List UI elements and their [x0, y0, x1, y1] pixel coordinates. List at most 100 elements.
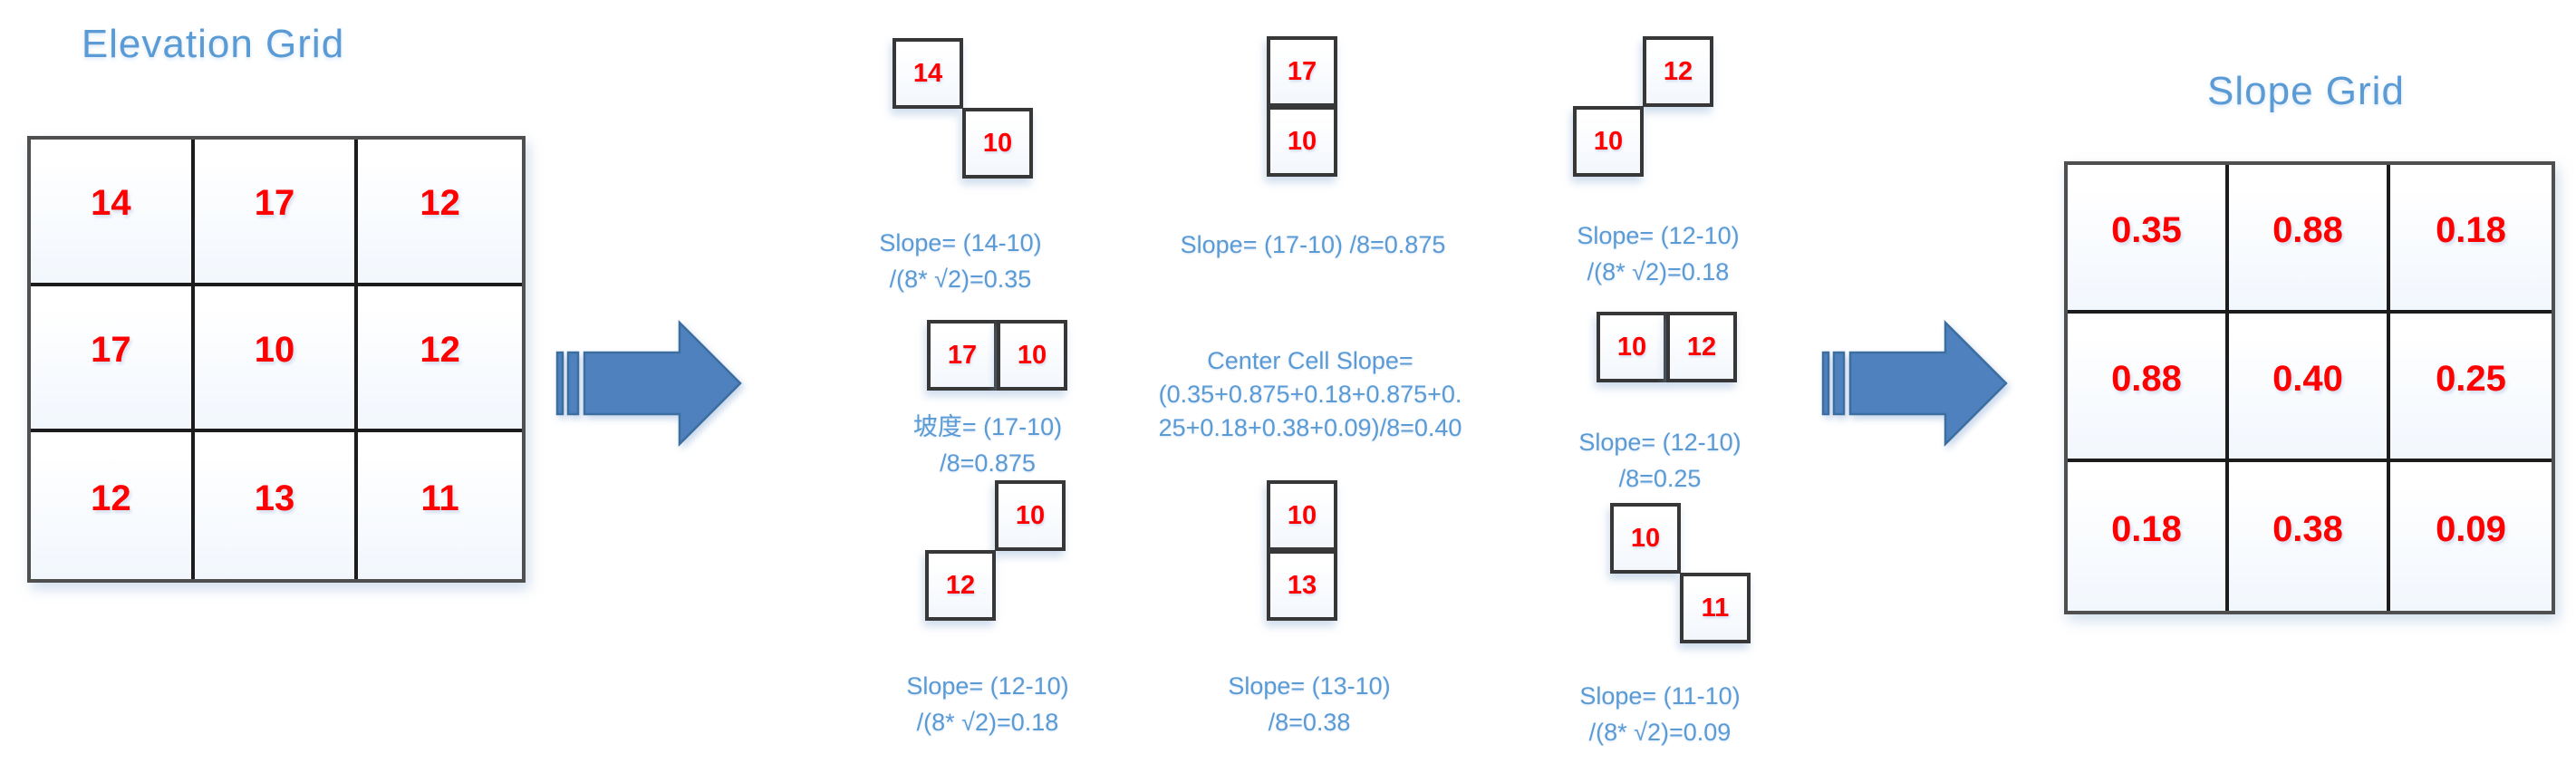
- slope-grid-cell-r0c0: 0.35: [2068, 165, 2229, 314]
- formula-line: /(8* √2)=0.09: [1588, 719, 1732, 746]
- elevation-grid-cell-r1c1: 10: [194, 285, 359, 433]
- slope-grid-cell-r0c2: 0.18: [2390, 165, 2552, 314]
- neighbor-cell-value: 12: [1663, 56, 1693, 86]
- transform-arrow-left-icon: [555, 320, 742, 447]
- formula-line: /(8* √2)=0.18: [916, 709, 1059, 736]
- formula-line: Slope= (12-10): [1577, 222, 1740, 249]
- neighbor-cell-value: 12: [945, 570, 976, 600]
- elevation-grid: 14 17 12 17 10 12 12 13 11: [27, 136, 526, 583]
- formula-line: Slope= (13-10): [1228, 672, 1391, 700]
- slope-formula-se: Slope= (11-10) /(8* √2)=0.09: [1488, 678, 1832, 750]
- cell-value: 0.18: [2436, 209, 2506, 250]
- slope-grid-cell-r1c0: 0.88: [2068, 314, 2229, 462]
- neighbor-cell-sw-0: 10: [995, 480, 1066, 551]
- elevation-grid-cell-r2c0: 12: [31, 432, 195, 579]
- neighbor-cell-nw-0: 14: [892, 38, 963, 109]
- cell-value: 17: [91, 329, 131, 370]
- neighbor-cell-n-0: 17: [1267, 36, 1337, 107]
- formula-line: /(8* √2)=0.18: [1587, 258, 1730, 285]
- neighbor-cell-value: 10: [1287, 126, 1317, 156]
- elevation-grid-cell-r0c0: 14: [31, 140, 195, 286]
- elevation-grid-cell-r1c0: 17: [31, 285, 195, 433]
- neighbor-cell-value: 10: [1015, 500, 1046, 530]
- formula-line: Slope= (12-10): [906, 672, 1069, 700]
- formula-line: Center Cell Slope=: [1207, 347, 1413, 374]
- formula-line: Slope= (14-10): [879, 229, 1042, 256]
- neighbor-cell-e-0: 10: [1597, 312, 1667, 382]
- arrow-stripe-icon: [1821, 351, 1830, 416]
- formula-line: /8=0.875: [940, 449, 1036, 477]
- arrow-stripe-icon: [566, 351, 580, 416]
- slope-grid-cell-r2c1: 0.38: [2229, 462, 2390, 611]
- cell-value: 0.35: [2111, 209, 2182, 250]
- elevation-grid-title: Elevation Grid: [81, 22, 345, 66]
- cell-value: 12: [420, 183, 460, 224]
- cell-value: 0.38: [2272, 508, 2343, 549]
- slope-formula-n: Slope= (17-10) /8=0.875: [1068, 227, 1558, 263]
- slope-grid-cell-r1c1: 0.40: [2229, 314, 2390, 462]
- formula-line: Slope= (11-10): [1579, 682, 1741, 710]
- slope-formula-w: 坡度= (17-10) /8=0.875: [815, 409, 1160, 481]
- neighbor-cell-value: 11: [1701, 593, 1730, 623]
- neighbor-cell-w-1: 10: [997, 320, 1067, 391]
- neighbor-cell-e-1: 12: [1666, 312, 1737, 382]
- cell-value: 0.88: [2111, 358, 2182, 399]
- neighbor-cell-sw-1: 12: [925, 550, 996, 621]
- slope-grid-cell-r2c0: 0.18: [2068, 462, 2229, 611]
- neighbor-cell-s-0: 10: [1267, 480, 1337, 551]
- cell-value: 12: [420, 329, 460, 370]
- neighbor-cell-value: 10: [1017, 340, 1047, 370]
- cell-value: 0.09: [2436, 508, 2506, 549]
- formula-line: (0.35+0.875+0.18+0.875+0.: [1158, 381, 1462, 408]
- slope-formula-nw: Slope= (14-10) /(8* √2)=0.35: [788, 225, 1133, 297]
- formula-line: /8=0.25: [1618, 465, 1702, 492]
- neighbor-cell-value: 10: [1593, 126, 1624, 156]
- neighbor-cell-s-1: 13: [1267, 550, 1337, 621]
- elevation-grid-cell-r2c1: 13: [194, 432, 359, 579]
- arrow-stripe-icon: [1832, 351, 1846, 416]
- neighbor-cell-value: 17: [947, 340, 978, 370]
- formula-line: Slope= (17-10) /8=0.875: [1180, 231, 1446, 258]
- cell-value: 17: [254, 183, 295, 224]
- arrow-body-icon: [1848, 320, 2008, 447]
- elevation-grid-cell-r2c2: 11: [358, 432, 522, 579]
- elevation-grid-cell-r1c2: 12: [358, 285, 522, 433]
- slope-grid-title: Slope Grid: [2207, 69, 2405, 113]
- slope-formula-sw: Slope= (12-10) /(8* √2)=0.18: [815, 668, 1160, 740]
- neighbor-cell-value: 10: [1616, 332, 1647, 362]
- neighbor-cell-value: 13: [1287, 570, 1317, 600]
- slope-formula-e: Slope= (12-10) /8=0.25: [1488, 424, 1832, 497]
- neighbor-cell-value: 17: [1287, 56, 1317, 86]
- neighbor-cell-value: 10: [1287, 500, 1317, 530]
- cell-value: 13: [254, 478, 295, 518]
- formula-line: /8=0.38: [1268, 709, 1351, 736]
- formula-line: 25+0.18+0.38+0.09)/8=0.40: [1158, 414, 1462, 441]
- formula-line: 坡度= (17-10): [912, 413, 1063, 440]
- cell-value: 14: [91, 183, 131, 224]
- arrow-body-icon: [583, 320, 742, 447]
- slope-grid-cell-r0c1: 0.88: [2229, 165, 2390, 314]
- neighbor-cell-value: 10: [1630, 523, 1661, 553]
- center-cell-slope-note: Center Cell Slope= (0.35+0.875+0.18+0.875…: [1097, 344, 1523, 445]
- neighbor-cell-w-0: 17: [927, 320, 998, 391]
- slope-formula-ne: Slope= (12-10) /(8* √2)=0.18: [1486, 217, 1830, 290]
- cell-value: 10: [254, 329, 295, 370]
- elevation-grid-cell-r0c1: 17: [194, 140, 359, 286]
- neighbor-cell-nw-1: 10: [962, 108, 1033, 179]
- neighbor-cell-se-0: 10: [1610, 503, 1681, 574]
- slope-formula-s: Slope= (13-10) /8=0.38: [1137, 668, 1481, 740]
- neighbor-cell-se-1: 11: [1680, 573, 1751, 643]
- neighbor-cell-value: 12: [1686, 332, 1717, 362]
- neighbor-cell-ne-0: 12: [1643, 36, 1713, 107]
- cell-value: 0.88: [2272, 209, 2343, 250]
- neighbor-cell-n-1: 10: [1267, 106, 1337, 177]
- neighbor-cell-ne-1: 10: [1573, 106, 1644, 177]
- formula-line: /(8* √2)=0.35: [889, 266, 1032, 293]
- elevation-grid-cell-r0c2: 12: [358, 140, 522, 286]
- cell-value: 11: [420, 478, 459, 518]
- cell-value: 0.18: [2111, 508, 2182, 549]
- neighbor-cell-value: 10: [982, 128, 1013, 158]
- formula-line: Slope= (12-10): [1578, 429, 1741, 456]
